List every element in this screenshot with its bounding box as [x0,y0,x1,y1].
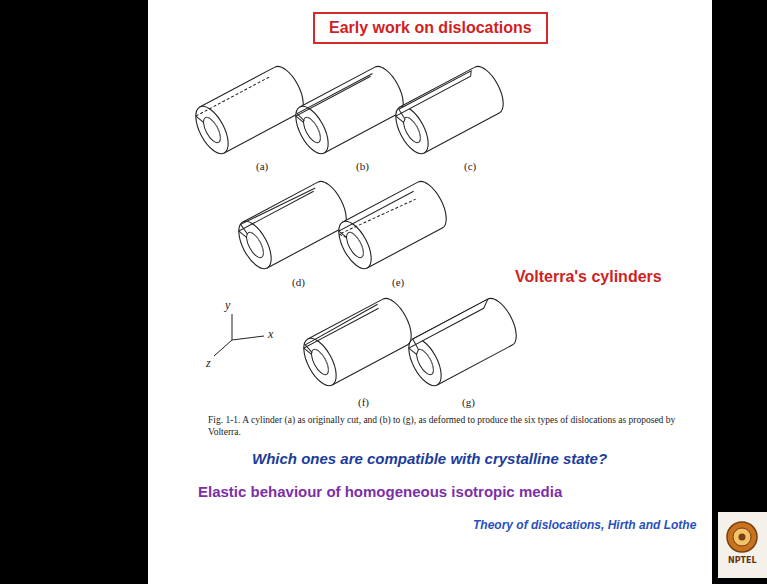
cylinder-g [402,294,523,391]
slide-background [148,0,712,584]
sub-figure-label: (c) [464,160,476,172]
logo-patch [718,512,767,578]
sub-figure-label: (e) [392,276,404,288]
title-box: Early work on dislocations [313,12,548,44]
slide-title: Early work on dislocations [329,19,532,37]
side-heading: Volterra's cylinders [515,268,662,286]
sub-figure-label: (b) [356,160,369,172]
cylinder-b [289,62,410,159]
figure-caption: Fig. 1-1. A cylinder (a) as originally c… [208,414,678,439]
axis-label: z [206,356,211,371]
cylinder-a [189,62,310,159]
sub-figure-label: (d) [292,276,305,288]
reference-text: Theory of dislocations, Hirth and Lothe [473,518,696,532]
axis-label: x [268,327,273,342]
sub-figure-label: (f) [358,396,369,408]
cylinder-f [297,294,418,391]
axis-triad [214,314,264,356]
question-text: Which ones are compatible with crystalli… [252,450,607,467]
axis-label: y [225,298,230,313]
cylinder-d [232,177,353,274]
sub-figure-label: (a) [256,160,268,172]
nptel-logo [727,522,757,552]
cylinder-c [389,62,510,159]
topic-text: Elastic behaviour of homogeneous isotrop… [198,483,562,500]
logo-text: NPTEL [728,556,757,565]
sub-figure-label: (g) [462,396,475,408]
cylinder-e [332,177,453,274]
